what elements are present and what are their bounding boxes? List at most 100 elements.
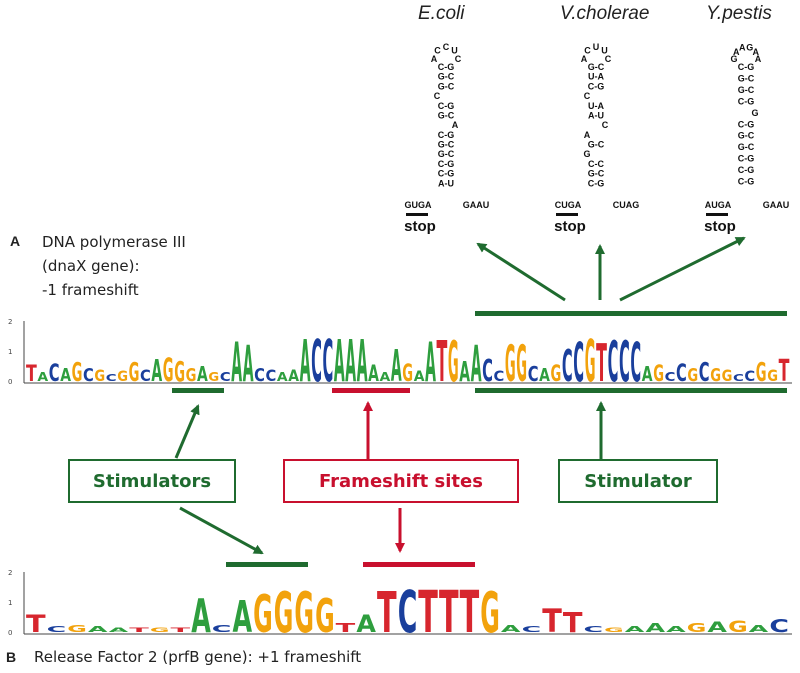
hairpin-loop-base: U xyxy=(601,46,608,56)
logo-residue-T: T xyxy=(129,627,149,634)
arrow-to-ecoli xyxy=(476,242,566,302)
logo-residue-T: T xyxy=(460,580,480,647)
logo-residue-A: A xyxy=(191,590,211,643)
hairpin-stem-pair: C-G xyxy=(438,159,455,169)
hairpin-stem-pair: C-G xyxy=(738,177,755,187)
hairpin-loop-base: C xyxy=(584,46,591,56)
logo-tick-1: 1 xyxy=(8,599,12,607)
logo-residue-G: G xyxy=(710,365,721,386)
hairpin-loop-base: A xyxy=(755,54,762,64)
logo-residue-A: A xyxy=(151,354,162,389)
hairpin-stem-pair: G-C xyxy=(588,62,605,72)
logo-residue-C: C xyxy=(311,329,322,396)
hairpin-loop-base: C xyxy=(605,54,612,64)
logo-tick-2: 2 xyxy=(8,569,12,577)
logo-residue-G: G xyxy=(208,370,219,384)
panel-label-b: B xyxy=(6,649,17,665)
logo-residue-G: G xyxy=(728,618,748,637)
logo-residue-A: A xyxy=(391,341,402,392)
logo-residue-G: G xyxy=(585,329,596,396)
stop-codon-underline xyxy=(556,213,578,216)
logo-residue-A: A xyxy=(243,335,254,393)
logo-residue-A: A xyxy=(334,329,345,396)
logo-residue-T: T xyxy=(542,603,562,640)
logo-residue-C: C xyxy=(630,331,641,395)
logo-tick-0: 0 xyxy=(8,629,12,637)
logo-residue-G: G xyxy=(67,623,87,635)
panel-label-a: A xyxy=(10,233,21,249)
logo-residue-G: G xyxy=(448,329,459,394)
logo-residue-T: T xyxy=(418,580,438,647)
logo-residue-G: G xyxy=(402,359,413,387)
logo-residue-T: T xyxy=(563,606,583,639)
hairpin-right-tail: CUAG xyxy=(613,200,640,210)
logo-residue-G: G xyxy=(653,360,664,386)
hairpin-right-tail: GAAU xyxy=(463,200,490,210)
logo-residue-G: G xyxy=(687,365,698,386)
logo-residue-G: G xyxy=(315,590,335,643)
stop-label: stop xyxy=(554,218,586,235)
hairpin-loop-base: U xyxy=(593,42,600,52)
logo-residue-G: G xyxy=(72,357,83,387)
hairpin-stem-pair: C-G xyxy=(588,81,605,91)
logo-residue-A: A xyxy=(197,362,208,386)
logo-residue-T: T xyxy=(779,354,790,389)
hairpin-left-tail: AUGA xyxy=(705,200,732,210)
logo-residue-C: C xyxy=(676,359,687,387)
logo-residue-C: C xyxy=(254,365,265,386)
logo-residue-A: A xyxy=(357,329,368,396)
logo-residue-G: G xyxy=(480,580,500,645)
hairpin-stem-pair: G-C xyxy=(438,111,455,121)
logo-residue-C: C xyxy=(49,359,60,387)
logo-residue-C: C xyxy=(83,365,94,386)
logo-residue-C: C xyxy=(608,329,619,394)
logo-residue-C: C xyxy=(323,329,334,396)
dnax-line-1: DNA polymerase III xyxy=(42,233,186,251)
logo-residue-A: A xyxy=(231,331,242,395)
logo-residue-C: C xyxy=(220,370,231,384)
logo-tick-0: 0 xyxy=(8,378,12,386)
logo-residue-A: A xyxy=(749,623,770,635)
logo-residue-G: G xyxy=(174,355,185,388)
hairpin-stem-pair: G-C xyxy=(438,149,455,159)
logo-residue-G: G xyxy=(186,365,197,386)
logo-residue-A: A xyxy=(380,370,391,384)
hairpin-stem-pair: A xyxy=(452,120,459,130)
logo-residue-T: T xyxy=(377,580,397,645)
hairpin-stem-pair: A-U xyxy=(438,178,454,188)
hairpin-stem-pair: C-G xyxy=(738,96,755,106)
logo-residue-A: A xyxy=(356,610,376,638)
hairpin-loop-base: A xyxy=(752,47,759,57)
frameshift-bar-a xyxy=(332,388,410,393)
hairpin-right-tail: GAAU xyxy=(763,200,790,210)
logo-tick-1: 1 xyxy=(8,348,12,356)
hairpin-stem-pair: C-G xyxy=(438,169,455,179)
hairpin-stem-pair: G-C xyxy=(588,140,605,150)
dnax-description: DNA polymerase III (dnaX gene): -1 frame… xyxy=(42,230,186,302)
logo-residue-G: G xyxy=(294,580,314,645)
logo-residue-A: A xyxy=(642,362,653,386)
logo-residue-G: G xyxy=(274,580,294,645)
hairpin-stem-pair: C xyxy=(434,91,441,101)
hairpin-stem-pair: G-C xyxy=(738,131,755,141)
hairpin-loop-base: C xyxy=(443,42,450,52)
logo-residue-A: A xyxy=(345,329,356,396)
stimulator-bar-top xyxy=(475,311,787,316)
logo-residue-A: A xyxy=(233,592,253,643)
stimulators-box: Stimulators xyxy=(68,459,236,503)
hairpin-stem-pair: C-G xyxy=(438,130,455,140)
logo-residue-G: G xyxy=(604,627,624,634)
logo-residue-G: G xyxy=(687,621,707,635)
logo-residue-C: C xyxy=(769,616,789,637)
logo-residue-A: A xyxy=(109,627,130,634)
stimulator-bar-right xyxy=(475,388,787,393)
logo-residue-C: C xyxy=(140,367,151,386)
logo-residue-T: T xyxy=(26,610,46,638)
logo-residue-C: C xyxy=(573,331,584,395)
hairpin-stem-pair: C-G xyxy=(438,62,455,72)
hairpin-loop-base: G xyxy=(730,54,737,64)
